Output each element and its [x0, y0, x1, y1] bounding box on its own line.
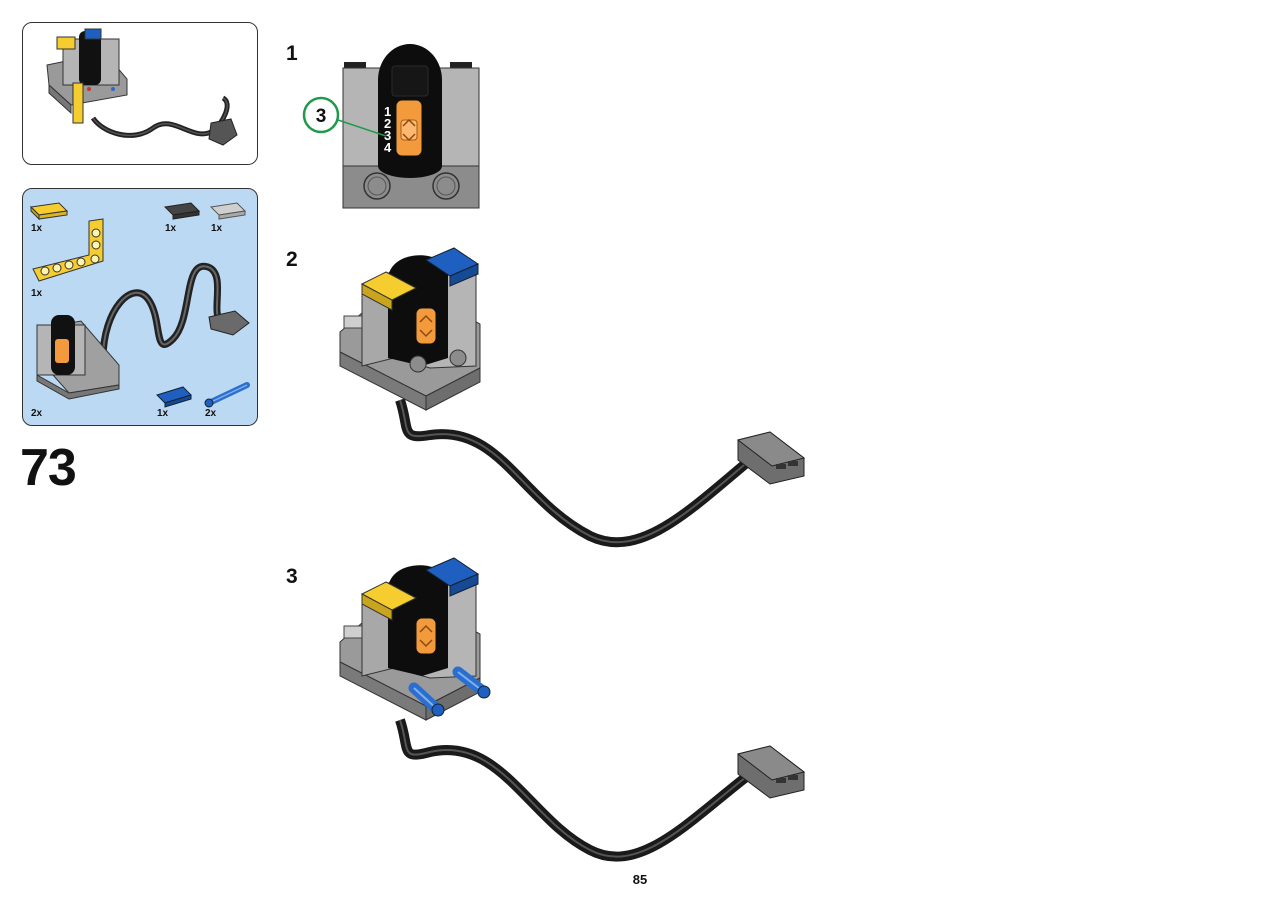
part-blue-axle-pin: [204, 382, 250, 408]
switch-position-4: 4: [384, 140, 392, 155]
assembly-preview-box: [22, 22, 258, 165]
substep-3-illustration: [339, 557, 806, 862]
part-dark-gray-tile: [163, 202, 201, 220]
substep-2-illustration: [339, 247, 806, 548]
cable-plug: [736, 745, 806, 799]
blue-axle-pin-right: [452, 666, 491, 699]
blue-axle-pin-left: [408, 682, 445, 717]
part-yellow-l-beam: [32, 218, 104, 282]
callout-ring: [302, 96, 340, 134]
parts-list-illustration: [29, 202, 250, 408]
cable-plug: [736, 431, 806, 485]
part-qty-blue-tile: 1x: [157, 408, 169, 419]
assembly-preview-illustration: [46, 28, 238, 146]
callout-number: 3: [316, 106, 327, 127]
substep-label-2: 2: [286, 248, 298, 271]
part-qty-yellow-tile: 1x: [31, 223, 43, 234]
part-qty-battery-box: 2x: [31, 408, 43, 419]
substep-1-illustration: 1 2 3 4 3: [302, 44, 480, 209]
page-number: 85: [632, 872, 648, 887]
switch-position-2: 2: [384, 116, 391, 131]
part-qty-yellow-l-beam: 1x: [31, 288, 43, 299]
part-qty-dark-gray-tile: 1x: [165, 223, 177, 234]
part-light-gray-tile: [209, 202, 247, 220]
part-yellow-tile: [29, 202, 69, 221]
substep-label-1: 1: [286, 42, 298, 65]
parts-list-box: 1x 1x 1x 1x 2x 1x 2x: [22, 188, 258, 426]
step-number: 73: [20, 439, 77, 497]
switch-position-3: 3: [384, 128, 391, 143]
part-qty-blue-axle-pin: 2x: [205, 408, 217, 419]
part-battery-box-with-cable: [36, 262, 250, 400]
part-qty-light-gray-tile: 1x: [211, 223, 223, 234]
substep-label-3: 3: [286, 565, 298, 588]
part-blue-tile: [156, 386, 192, 408]
switch-position-1: 1: [384, 104, 391, 119]
